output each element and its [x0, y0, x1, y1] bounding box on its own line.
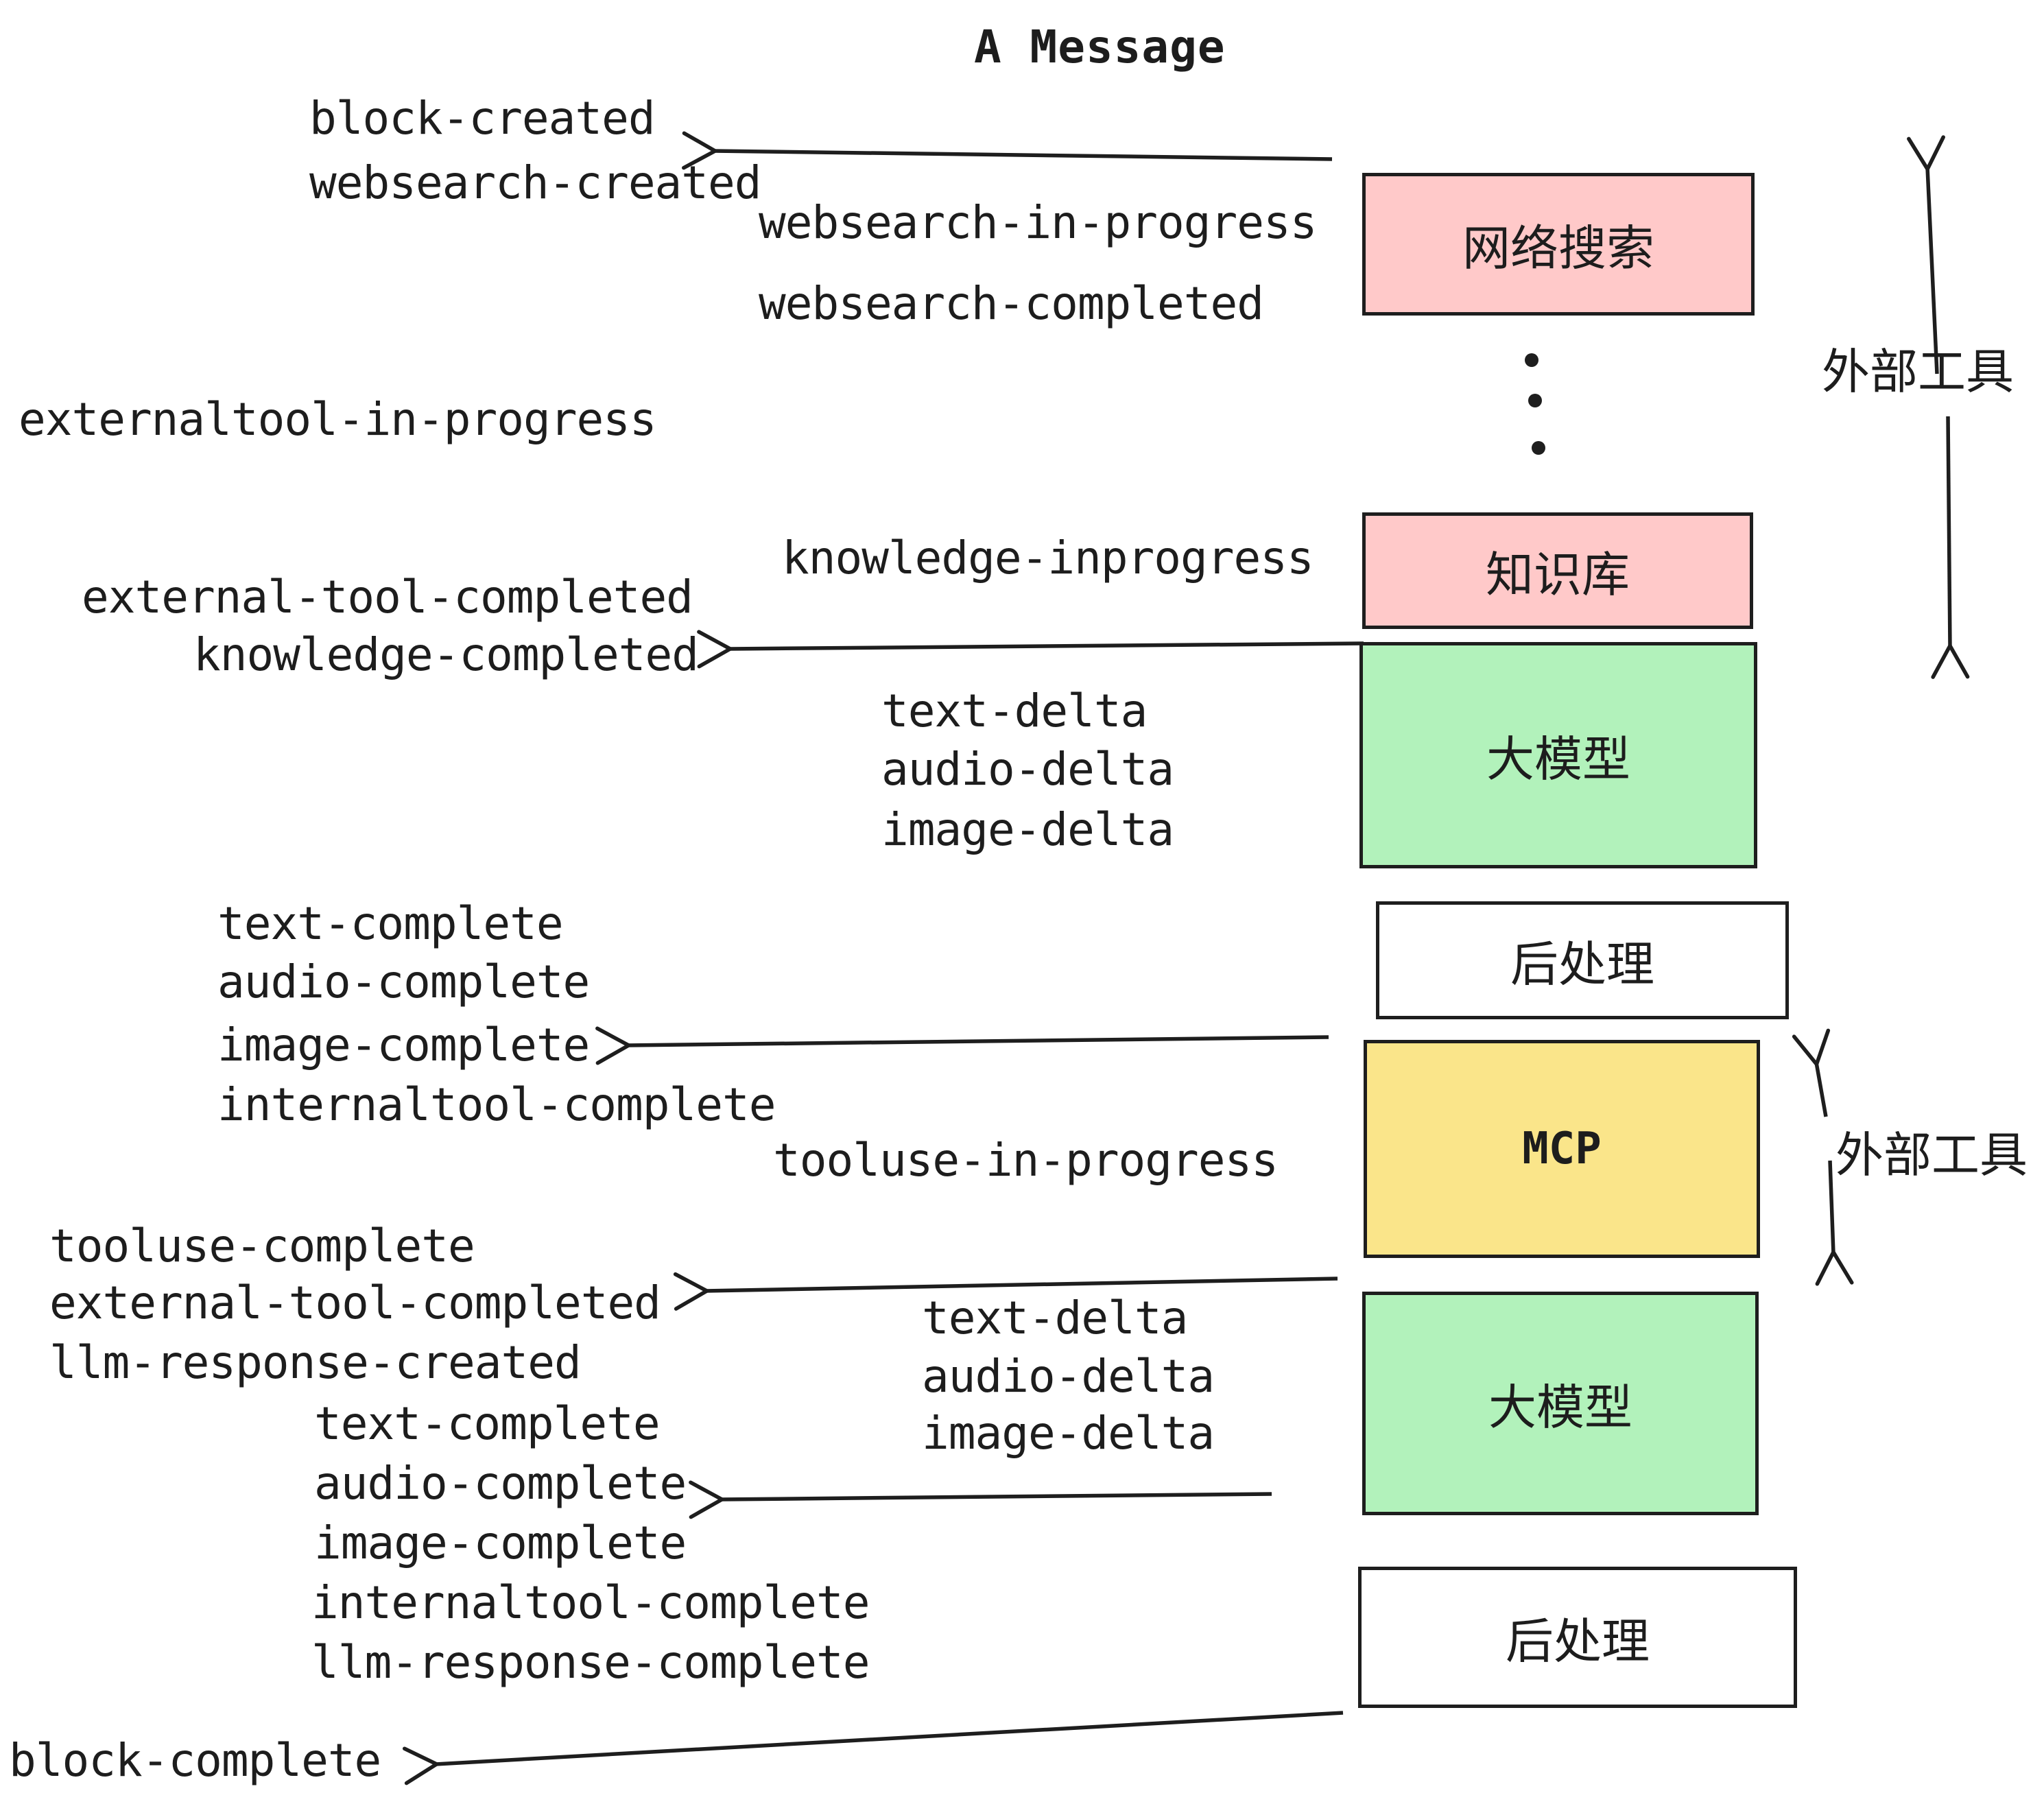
- event-websearch-in-progress: websearch-in-progress: [759, 196, 1317, 249]
- external-tools-label-mcp: 外部工具: [1835, 1128, 2028, 1182]
- event-audio-complete-1: audio-complete: [217, 956, 590, 1008]
- event-block-complete: block-complete: [9, 1734, 381, 1787]
- arrow-to-block-complete: [403, 1711, 1344, 1785]
- event-knowledge-inprogress: knowledge-inprogress: [782, 532, 1314, 584]
- box-websearch-label: 网络搜索: [1462, 221, 1654, 275]
- box-mcp: MCP: [1364, 1040, 1760, 1258]
- event-llm-response-complete: llm-response-complete: [311, 1636, 870, 1689]
- external-tools-label-top: 外部工具: [1822, 345, 2014, 399]
- event-text-complete-1: text-complete: [217, 897, 564, 950]
- box-websearch: 网络搜索: [1362, 173, 1755, 316]
- box-postprocess-2: 后处理: [1358, 1567, 1797, 1708]
- event-text-delta-1: text-delta: [881, 685, 1148, 737]
- event-image-complete-1: image-complete: [217, 1019, 590, 1071]
- box-llm-1-label: 大模型: [1486, 732, 1630, 786]
- event-text-complete-2: text-complete: [314, 1397, 661, 1450]
- box-knowledge-base-label: 知识库: [1486, 547, 1630, 602]
- arrow-to-websearch-created: [682, 131, 1333, 170]
- external-tools-down-arrow: [1931, 416, 1970, 679]
- event-external-tool-completed-2: external-tool-completed: [49, 1277, 661, 1329]
- event-websearch-completed: websearch-completed: [759, 277, 1264, 330]
- event-image-delta-2: image-delta: [922, 1407, 1215, 1460]
- ellipsis-dot: [1528, 394, 1542, 407]
- box-postprocess-2-label: 后处理: [1506, 1614, 1650, 1668]
- event-knowledge-completed: knowledge-completed: [193, 628, 699, 681]
- event-block-created: block-created: [309, 92, 656, 145]
- event-websearch-created: websearch-created: [309, 156, 762, 209]
- event-audio-delta-2: audio-delta: [922, 1350, 1215, 1403]
- page-title: A Message: [974, 21, 1226, 73]
- box-mcp-label: MCP: [1522, 1124, 1602, 1174]
- event-text-delta-2: text-delta: [922, 1292, 1188, 1344]
- event-external-tool-completed: external-tool-completed: [82, 571, 693, 624]
- box-llm-2-label: 大模型: [1488, 1380, 1632, 1434]
- mcp-external-tools-down-arrow: [1815, 1160, 1854, 1286]
- event-audio-delta-1: audio-delta: [881, 743, 1174, 796]
- arrow-to-audio-complete: [689, 1480, 1272, 1519]
- event-image-complete-2: image-complete: [314, 1517, 687, 1569]
- box-llm-2: 大模型: [1362, 1292, 1759, 1515]
- event-llm-response-created: llm-response-created: [49, 1336, 582, 1389]
- event-internaltool-complete-2: internaltool-complete: [311, 1576, 870, 1629]
- event-image-delta-1: image-delta: [881, 803, 1174, 856]
- ellipsis-dot: [1532, 441, 1545, 455]
- ellipsis-dot: [1525, 353, 1538, 367]
- box-postprocess-1: 后处理: [1376, 901, 1789, 1019]
- event-tooluse-in-progress: tooluse-in-progress: [773, 1134, 1279, 1187]
- box-llm-1: 大模型: [1359, 642, 1757, 868]
- box-postprocess-1-label: 后处理: [1510, 937, 1654, 991]
- event-internaltool-complete-1: internaltool-complete: [217, 1078, 776, 1131]
- event-externaltool-in-progress: externaltool-in-progress: [19, 393, 657, 446]
- arrow-to-tooluse-complete: [673, 1272, 1338, 1311]
- arrow-to-knowledge-completed: [697, 630, 1364, 669]
- event-audio-complete-2: audio-complete: [314, 1457, 687, 1510]
- box-knowledge-base: 知识库: [1362, 512, 1753, 629]
- mcp-external-tools-up-arrow: [1792, 1028, 1831, 1117]
- arrow-to-image-complete: [595, 1026, 1329, 1065]
- event-tooluse-complete: tooluse-complete: [49, 1220, 475, 1272]
